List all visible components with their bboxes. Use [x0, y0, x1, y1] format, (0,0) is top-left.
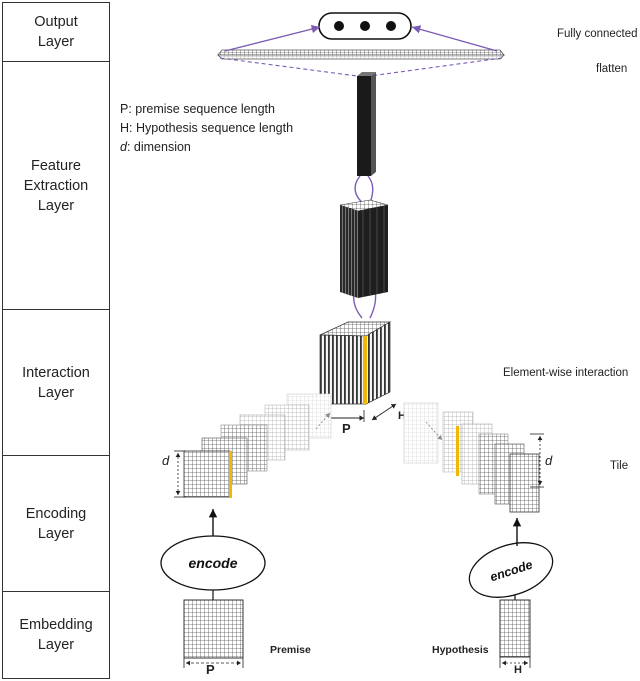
layer-label-line: Interaction: [22, 364, 90, 381]
legend-text: : Hypothesis sequence length: [129, 121, 294, 135]
cube-premise-label: P: [342, 421, 351, 436]
hypothesis-label: Hypothesis: [432, 644, 489, 656]
legend-dimension: d: dimension: [120, 138, 293, 157]
layer-label-line: Layer: [37, 637, 75, 653]
legend-premise: P: premise sequence length: [120, 100, 293, 119]
layer-label-line: Layer: [37, 34, 75, 50]
layer-label-line: Output: [34, 14, 78, 30]
legend-key: d: [120, 140, 127, 154]
hypothesis-tile-arrow: [425, 421, 443, 441]
hypothesis-highlight-column: [456, 426, 459, 476]
fc-arrow-left: [224, 24, 321, 52]
layer-label-line: Extraction: [23, 177, 89, 194]
premise-tile-arrow: [315, 412, 331, 430]
hypothesis-encode-ellipse: [468, 542, 554, 598]
convolution-block: [339, 199, 389, 298]
output-node: [360, 21, 370, 31]
flatten-line-left: [219, 57, 358, 77]
cube-highlight-slice: [363, 336, 367, 404]
fc-bar-bottom: [217, 54, 505, 60]
flatten-bar-top: [357, 72, 376, 76]
flatten-bar-side: [371, 72, 376, 176]
legend: P: premise sequence length H: Hypothesis…: [120, 100, 293, 157]
premise-encode-text: encode: [188, 555, 237, 571]
layer-label-line: Layer: [37, 384, 75, 401]
legend-key: P: [120, 102, 129, 116]
fc-bar-top: [217, 49, 505, 56]
flattened-vector: [357, 72, 376, 176]
hypothesis-tile-front: [509, 453, 540, 513]
premise-highlight-column: [229, 451, 232, 498]
hypothesis-embedding-matrix: [499, 599, 531, 658]
tile-label: Tile: [610, 460, 629, 472]
hypothesis-tile-stack: [403, 402, 540, 513]
flatten-line-right: [369, 57, 503, 77]
cube-h-arrow: [371, 403, 397, 421]
dimension-right-label: d: [545, 453, 553, 468]
output-node: [386, 21, 396, 31]
layer-label-line: Feature: [31, 157, 81, 174]
layer-label-line: Encoding: [25, 505, 87, 522]
premise-tile-stack: [183, 393, 332, 498]
cube-front: [319, 334, 367, 405]
legend-key: H: [120, 121, 130, 135]
dimension-right: [530, 433, 544, 488]
legend-hypothesis: H: Hypothesis sequence length: [120, 119, 293, 138]
premise-embedding-matrix: [183, 599, 244, 659]
conv-block-side: [358, 205, 388, 298]
premise-label: Premise: [270, 644, 311, 656]
flatten-label: flatten: [596, 63, 628, 75]
flatten-bar: [357, 76, 371, 176]
layer-label-line: Embedding: [19, 617, 93, 633]
hypothesis-encoder: encode: [468, 518, 554, 600]
premise-length-label: P: [206, 662, 215, 677]
legend-text: : dimension: [126, 140, 191, 154]
output-nodes: [318, 12, 412, 40]
conv-block-front: [340, 205, 358, 298]
dimension-left: [174, 450, 186, 498]
fully-connected-layer: [217, 24, 505, 77]
dimension-left-label: d: [162, 453, 170, 468]
output-node: [334, 21, 344, 31]
interaction-cube: [319, 321, 392, 405]
fc-arrow-right: [411, 25, 498, 52]
hypothesis-tile: [403, 402, 439, 464]
cube-hypothesis-label: H: [398, 410, 406, 422]
element-wise-label: Element-wise interaction: [503, 367, 629, 379]
premise-encoder: encode: [160, 509, 266, 600]
hypothesis-length-label: H: [514, 664, 522, 676]
legend-text: : premise sequence length: [128, 102, 275, 116]
layer-label-line: Layer: [37, 197, 75, 214]
premise-tile-front: [183, 450, 231, 498]
cube-side: [365, 321, 391, 405]
layer-label-line: Layer: [37, 525, 75, 542]
fully-connected-label: Fully connected: [557, 28, 638, 40]
